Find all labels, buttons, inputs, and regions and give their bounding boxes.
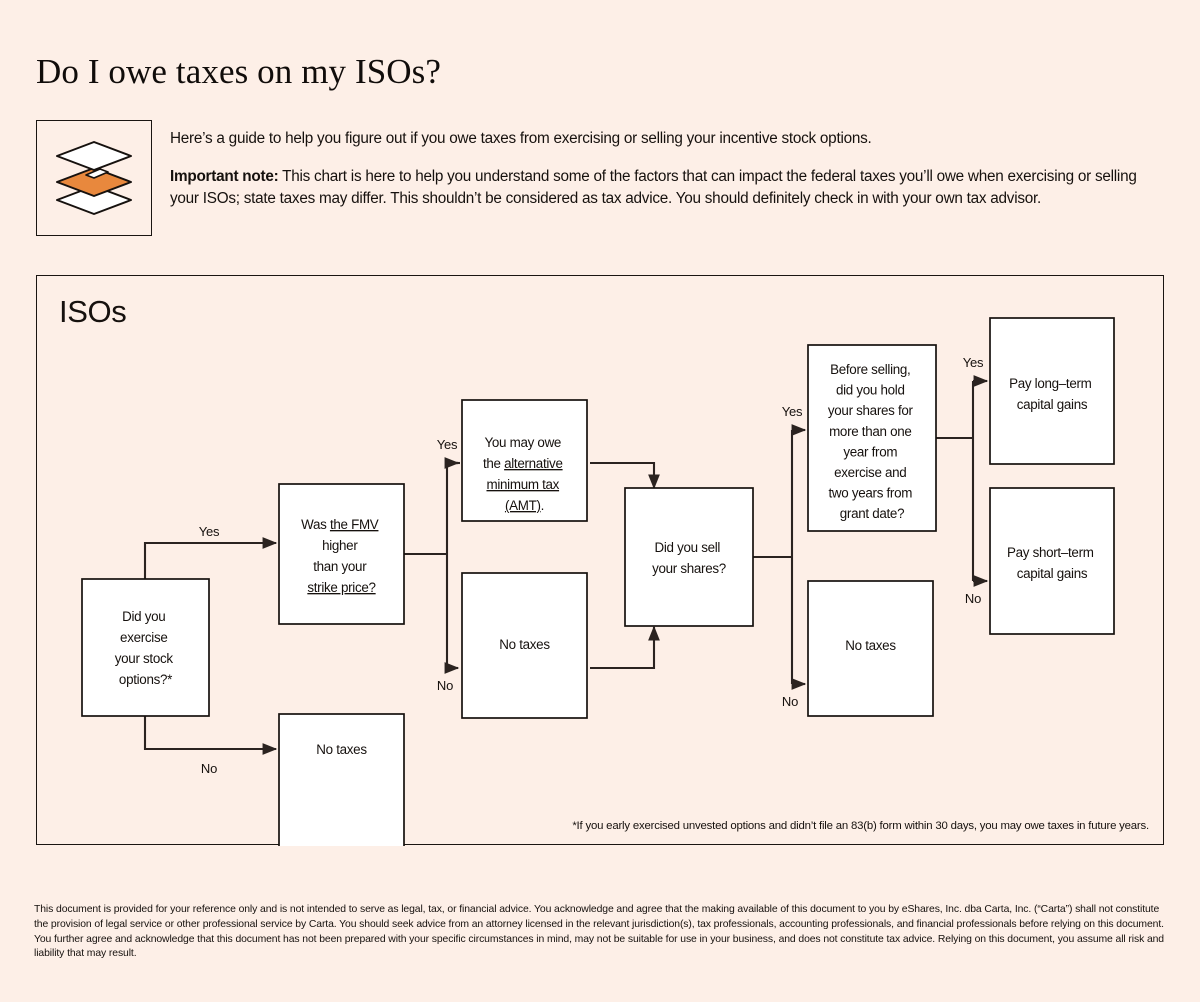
intro-section: Here’s a guide to help you figure out if…	[36, 120, 1164, 236]
edge-exercise-no	[143, 716, 278, 755]
node-text-sell: Did you sell your shares?	[652, 540, 726, 576]
flowchart-footnote: *If you early exercised unvested options…	[572, 820, 1149, 832]
node-text-long-term: Pay long–term capital gains	[1009, 376, 1095, 412]
intro-note: Important note: This chart is here to he…	[170, 166, 1164, 210]
intro-lead: Here’s a guide to help you figure out if…	[170, 130, 872, 147]
node-pay-long-term-capital-gains[interactable]: Pay long–term capital gains	[989, 317, 1115, 465]
edge-label-fmv-no: No	[437, 678, 453, 693]
node-holding-period-question[interactable]: Before selling, did you hold your shares…	[807, 344, 937, 532]
edge-label-exercise-yes: Yes	[199, 524, 220, 539]
edge-label-sell-yes: Yes	[782, 404, 803, 419]
flowchart-container: ISOs	[36, 275, 1164, 846]
page-title: Do I owe taxes on my ISOs?	[36, 52, 442, 91]
node-text-holding: Before selling, did you hold your shares…	[828, 362, 916, 521]
node-no-taxes-fmv[interactable]: No taxes	[461, 572, 588, 719]
node-did-you-exercise[interactable]: Did you exercise your stock options?*	[81, 578, 210, 717]
intro-note-body: This chart is here to help you understan…	[170, 168, 1137, 208]
node-did-you-sell-shares[interactable]: Did you sell your shares?	[624, 487, 754, 627]
legal-disclaimer: This document is provided for your refer…	[34, 904, 1164, 960]
edge-label-holding-no: No	[965, 591, 981, 606]
edge-exercise-yes	[143, 537, 278, 579]
node-text-fmv: Was the FMV higher than your strike pric…	[301, 517, 382, 595]
intro-text: Here’s a guide to help you figure out if…	[170, 120, 1164, 210]
node-text-no-taxes-sell: No taxes	[845, 638, 896, 653]
node-text-short-term: Pay short–term capital gains	[1007, 545, 1097, 581]
edge-label-holding-yes: Yes	[963, 355, 984, 370]
node-text-no-taxes-fmv: No taxes	[499, 637, 550, 652]
flowchart-svg: Yes No Yes No Yes No Yes No Did you exer…	[81, 317, 1115, 846]
node-text-no-taxes-exercise: No taxes	[316, 742, 367, 757]
edge-notaxes-to-sell	[590, 625, 660, 670]
edge-amt-to-sell	[590, 461, 660, 490]
edge-label-exercise-no: No	[201, 761, 217, 776]
node-was-fmv-higher[interactable]: Was the FMV higher than your strike pric…	[278, 483, 405, 625]
node-no-taxes-sell[interactable]: No taxes	[807, 580, 934, 717]
node-pay-short-term-capital-gains[interactable]: Pay short–term capital gains	[989, 487, 1115, 635]
node-no-taxes-exercise[interactable]: No taxes	[278, 713, 405, 846]
node-text-amt: You may owe the alternative minimum tax …	[483, 435, 566, 513]
node-text-exercise: Did you exercise your stock options?*	[115, 609, 176, 687]
node-you-may-owe-amt[interactable]: You may owe the alternative minimum tax …	[461, 399, 588, 522]
edge-label-fmv-yes: Yes	[437, 437, 458, 452]
edge-label-sell-no: No	[782, 694, 798, 709]
flowchart-heading: ISOs	[59, 294, 127, 329]
stacked-layers-icon	[36, 120, 152, 236]
intro-note-label: Important note:	[170, 168, 279, 186]
